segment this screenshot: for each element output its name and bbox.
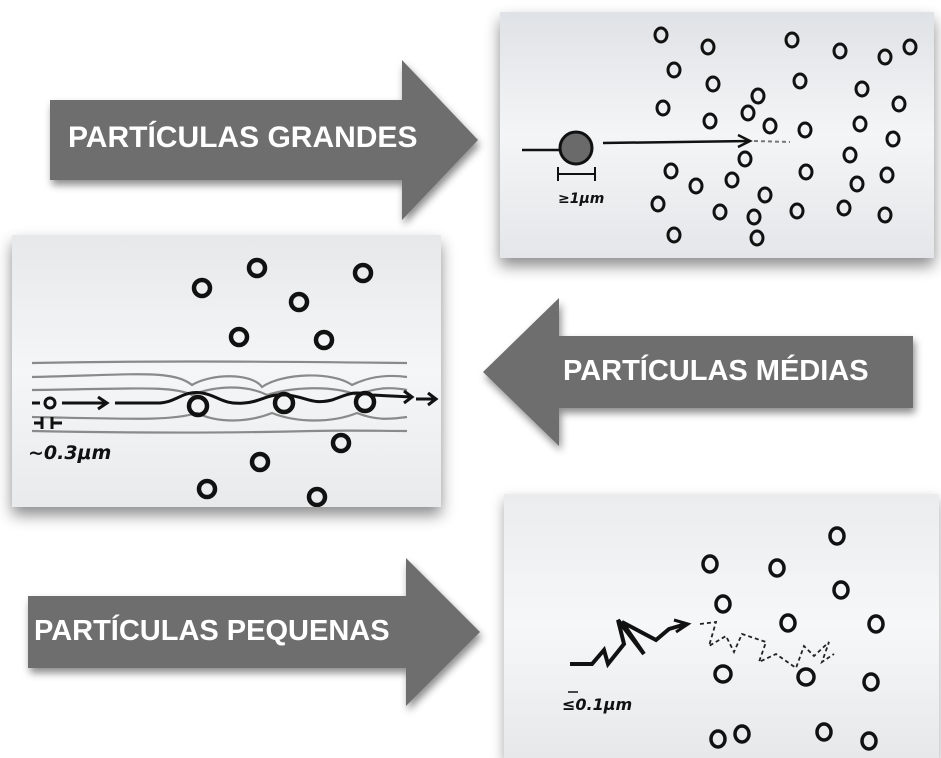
arrow-label-small: PARTÍCULAS PEQUENAS <box>34 615 390 647</box>
particle-path <box>32 389 439 429</box>
fiber-circles <box>650 26 918 247</box>
diffusion-drawing: ≤0.1μm <box>504 494 939 758</box>
panel-medium-particles: ~0.3μm <box>12 235 441 507</box>
arrow-right-shape <box>28 558 480 706</box>
particle-path <box>568 618 835 693</box>
size-label-small: ≤0.1μm <box>562 695 632 714</box>
impaction-drawing: ≥1μm <box>500 12 934 258</box>
arrow-right-shape <box>50 60 478 220</box>
fiber-circles <box>701 526 885 751</box>
arrow-label-medium: PARTÍCULAS MÉDIAS <box>563 355 869 387</box>
panel-small-particles: ≤0.1μm <box>504 494 939 758</box>
size-label-medium: ~0.3μm <box>28 442 111 464</box>
interception-drawing: ~0.3μm <box>12 235 441 507</box>
size-label-large: ≥1μm <box>558 191 604 207</box>
panel-large-particles: ≥1μm <box>500 12 934 258</box>
arrow-left-shape <box>483 298 913 446</box>
arrow-medium-particles: PARTÍCULAS MÉDIAS <box>483 298 913 446</box>
arrow-large-particles: PARTÍCULAS GRANDES <box>50 60 478 220</box>
arrow-small-particles: PARTÍCULAS PEQUENAS <box>28 558 480 706</box>
arrow-label-large: PARTÍCULAS GRANDES <box>68 121 418 154</box>
large-particle <box>522 130 791 181</box>
